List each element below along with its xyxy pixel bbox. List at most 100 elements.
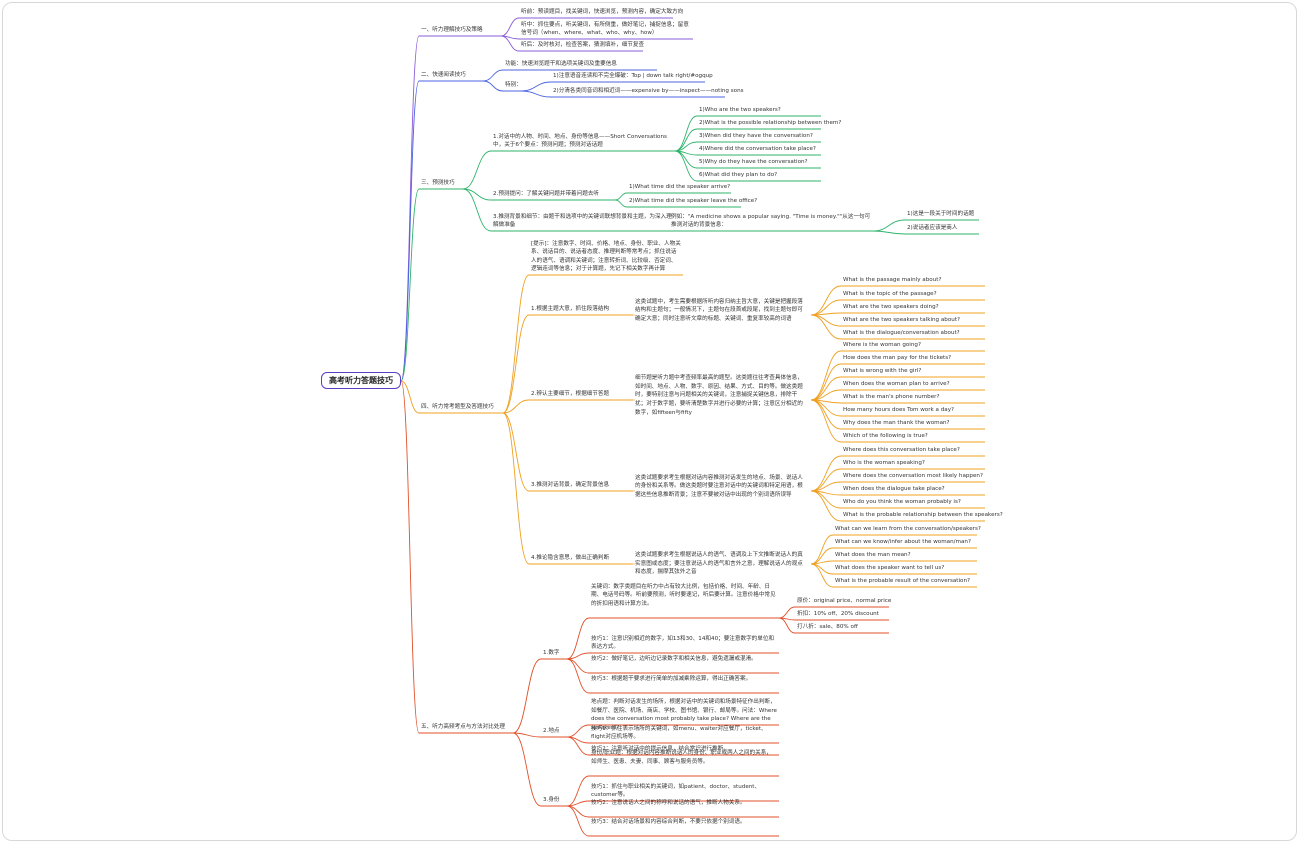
- branch-4-question[interactable]: How many hours does Tom work a day?: [843, 407, 954, 414]
- branch-3-example[interactable]: 例如："A medicine shows a popular saying. "…: [671, 213, 871, 229]
- branch-4-question[interactable]: When does the dialogue take place?: [843, 486, 945, 493]
- branch-4-question[interactable]: What are the two speakers doing?: [843, 304, 939, 311]
- branch-3-question[interactable]: 1)What time did the speaker arrive?: [629, 184, 731, 191]
- branch-5-title[interactable]: 五、听力高频考点与方法对比处理: [421, 724, 505, 731]
- connector-line: [400, 188, 420, 382]
- connector-line: [872, 219, 906, 232]
- branch-4-question[interactable]: What can we know/infer about the woman/m…: [835, 539, 971, 546]
- branch-4-question[interactable]: What does the speaker want to tell us?: [835, 565, 945, 572]
- connector-line: [512, 658, 542, 734]
- connector-line: [482, 69, 504, 82]
- branch-5-subnote[interactable]: 原价：original price、normal price: [797, 598, 892, 605]
- branch-5-note[interactable]: 技巧3：根据题干要求进行简单的加减乘除运算，得出正确答案。: [591, 675, 752, 682]
- connector-line: [502, 412, 530, 492]
- branch-1-item[interactable]: 听前：预读题目，找关键词，快速浏览，预测内容，确定大致方向: [521, 9, 684, 16]
- branch-5-note[interactable]: 身份/职业题：根据对话内容推断说话人的身份、职业或两人之间的关系，如师生、医患、…: [591, 750, 772, 765]
- connector-line: [500, 17, 520, 37]
- connector-line: [502, 399, 530, 414]
- branch-5-note[interactable]: 技巧1：抓住与职业相关的关键词，如patient、doctor、student、…: [591, 783, 761, 799]
- branch-5-note[interactable]: 地点题：判断对话发生的场所，根据对话中的关键词和场景特征作出判断，如餐厅、医院、…: [591, 699, 777, 731]
- branch-5-numbers[interactable]: 1.数字: [543, 650, 560, 657]
- branch-4-question[interactable]: When does the woman plan to arrive?: [843, 381, 950, 388]
- branch-5-subnote[interactable]: 打八折：sale、80% off: [797, 624, 858, 631]
- branch-2-subitem[interactable]: 1)注意语音连读和不完全爆破：Top | down talk right/#og…: [553, 73, 713, 80]
- connector-line: [810, 455, 842, 492]
- branch-4-question[interactable]: What is wrong with the girl?: [843, 368, 922, 375]
- branch-5-subnote[interactable]: 折扣：10% off、20% discount: [797, 611, 879, 618]
- branch-4-question[interactable]: What is the dialogue/conversation about?: [843, 330, 960, 337]
- connector-line: [810, 563, 834, 575]
- branch-5-note[interactable]: 技巧2：注意听对话中的提示信息，结合常识进行推断。: [591, 746, 729, 753]
- connector-line: [810, 399, 842, 430]
- branch-4-type-desc[interactable]: 这类试题要求考生根据说话人的语气、语调及上下文推断说话人的真实意图或态度；要注意…: [635, 552, 803, 576]
- connector-line: [566, 658, 590, 674]
- branch-5-note[interactable]: 技巧1：抓住表示场所的关键词，如menu、waiter对应餐厅，ticket、f…: [591, 725, 767, 741]
- branch-3-example-point[interactable]: 2)说话者应该是商人: [907, 225, 958, 232]
- branch-1-item[interactable]: 听中：抓住要点，听关键词，有所侧重，做好笔记，捕捉信息；留意信号词（when、w…: [521, 21, 689, 37]
- branch-4-type-background[interactable]: 3.推测对话背景，确定背景信息: [531, 482, 610, 489]
- branch-2-item[interactable]: 特别：: [505, 82, 522, 89]
- branch-5-note[interactable]: 技巧2：做好笔记，边听边记录数字和相关信息，避免遗漏或混淆。: [591, 655, 757, 662]
- branch-5-note[interactable]: 技巧1：注意识别相近的数字，如13和30、14和40；要注意数字的单位和表达方式…: [591, 635, 775, 651]
- connector-line: [614, 192, 628, 201]
- root-topic[interactable]: 高考听力答题技巧: [321, 372, 401, 389]
- connector-line: [566, 775, 590, 807]
- branch-4-title[interactable]: 四、听力常考题型及答题技巧: [421, 404, 494, 411]
- branch-3-item[interactable]: 3.推测背景和细节：由题干和选项中的关键词联想背景和主题，为深入理解做准备: [493, 213, 672, 229]
- connector-line: [810, 563, 834, 588]
- branch-3-question[interactable]: 2)What time did the speaker leave the of…: [629, 198, 758, 205]
- branch-3-question[interactable]: 5)Why do they have the conversation?: [699, 159, 808, 166]
- branch-1-item[interactable]: 听后：及时核对，检查答案，猜测填补，细节复查: [521, 42, 645, 49]
- branch-4-question[interactable]: What are the two speakers talking about?: [843, 317, 960, 324]
- connector-line: [810, 363, 842, 401]
- branch-3-question[interactable]: 4)Where did the conversation take place?: [699, 146, 816, 153]
- branch-4-question[interactable]: What does the man mean?: [835, 552, 911, 559]
- branch-3-item[interactable]: 1.对话中的人物、时间、地点、身份等信息——Short Conversation…: [493, 133, 667, 149]
- branch-3-question[interactable]: 6)What did they plan to do?: [699, 172, 778, 179]
- branch-4-question[interactable]: What is the passage mainly about?: [843, 277, 942, 284]
- connector-line: [520, 90, 552, 98]
- branch-4-question[interactable]: Which of the following is true?: [843, 433, 928, 440]
- branch-4-question[interactable]: Why does the man thank the woman?: [843, 420, 950, 427]
- branch-4-type-desc[interactable]: 细节题是听力题中考查频率最高的题型。这类题往往考查具体信息，如时间、地点、人物、…: [635, 375, 803, 416]
- branch-2-item[interactable]: 功能：快速浏览题干和选项关键词及重要信息: [505, 61, 617, 68]
- branch-4-type-detail[interactable]: 2.辨认主要细节，根据细节答题: [531, 391, 610, 398]
- branch-4-question[interactable]: What is the probable relationship betwee…: [843, 512, 1003, 519]
- branch-4-question[interactable]: What is the probable result of the conve…: [835, 578, 970, 585]
- branch-4-question[interactable]: What is the man's phone number?: [843, 394, 940, 401]
- branch-4-question[interactable]: Where does this conversation take place?: [843, 447, 960, 454]
- branch-2-title[interactable]: 二、快速阅读技巧: [421, 72, 466, 79]
- branch-4-question[interactable]: Who is the woman speaking?: [843, 460, 925, 467]
- branch-3-question[interactable]: 1)Who are the two speakers?: [699, 107, 781, 114]
- branch-4-type-desc[interactable]: 这类试题中，考生需要根据所听内容归纳主旨大意，关键是把握段落结构和主题句；一般情…: [635, 298, 803, 322]
- connector-line: [566, 805, 590, 818]
- branch-3-example-point[interactable]: 1)这是一段关于时间的话题: [907, 211, 975, 218]
- connector-line: [400, 380, 420, 734]
- connector-line: [400, 35, 420, 382]
- branch-4-question[interactable]: Where is the woman going?: [843, 342, 921, 349]
- branch-3-question[interactable]: 2)What is the possible relationship betw…: [699, 120, 842, 127]
- branch-5-note[interactable]: 技巧2：注意说话人之间的称呼和说话的语气，推断人物关系。: [591, 799, 746, 806]
- branch-4-type-desc[interactable]: 这类试题要求考生根据对话内容推测对话发生的地点、场景、说话人的身份和关系等。做这…: [635, 474, 803, 498]
- branch-2-subitem[interactable]: 2)分清各类同音词和相近词——expensive by——inspect——no…: [553, 88, 744, 95]
- branch-5-places[interactable]: 2.地点: [543, 728, 560, 735]
- branch-5-note[interactable]: 技巧3：结合对话场景和内容综合判断，不要只依据个别词语。: [591, 818, 746, 825]
- branch-5-identity[interactable]: 3.身份: [543, 797, 560, 804]
- branch-4-question[interactable]: What is the topic of the passage?: [843, 291, 937, 298]
- connector-line: [520, 81, 552, 92]
- branch-4-question[interactable]: Where does the conversation most likely …: [843, 473, 983, 480]
- branch-4-tip[interactable]: [提示]：注意数字、时间、价格、地点、身份、职业、人物关系、说话目的、说话者态度…: [531, 240, 681, 273]
- branch-4-question[interactable]: Who do you think the woman probably is?: [843, 499, 961, 506]
- branch-1-title[interactable]: 一、听力理解技巧及策略: [421, 27, 483, 34]
- branch-3-item[interactable]: 2.预测提问：了解关键问题并带着问题去听: [493, 191, 600, 198]
- branch-4-question[interactable]: What can we learn from the conversation/…: [835, 526, 981, 533]
- branch-3-question[interactable]: 3)When did they have the conversation?: [699, 133, 813, 140]
- branch-3-title[interactable]: 三、预测技巧: [421, 180, 455, 187]
- connector-line: [400, 380, 420, 414]
- connector-line: [810, 399, 842, 443]
- branch-4-type-inference[interactable]: 4.推论隐含意思，做出正确判断: [531, 555, 610, 562]
- branch-4-type-main-idea[interactable]: 1.根据主题大意，抓住段落结构: [531, 306, 610, 313]
- connector-line: [566, 617, 590, 660]
- branch-4-question[interactable]: How does the man pay for the tickets?: [843, 355, 952, 362]
- branch-5-note[interactable]: 关键词：数字类题目在听力中占有较大比例，包括价格、时间、年龄、日期、电话号码等。…: [591, 583, 776, 607]
